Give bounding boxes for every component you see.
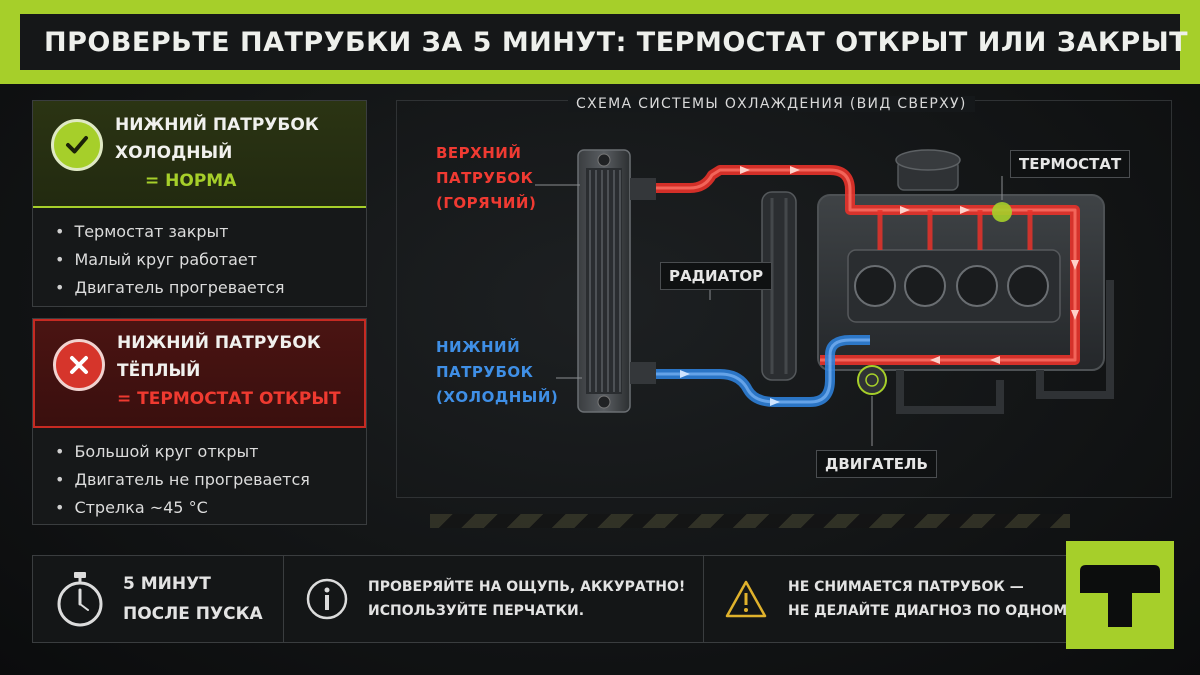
card-open-line2: ТЁПЛЫЙ: [117, 361, 201, 381]
card-normal: НИЖНИЙ ПАТРУБОК ХОЛОДНЫЙ = НОРМА Термост…: [32, 100, 367, 307]
check-icon: [51, 119, 103, 171]
engine-label: ДВИГАТЕЛЬ: [816, 450, 937, 478]
warning-line1: НЕ СНИМАЕТСЯ ПАТРУБОК —: [788, 579, 1024, 595]
thermostat-label: ТЕРМОСТАТ: [1010, 150, 1131, 178]
info-line2: ИСПОЛЬЗУЙТЕ ПЕРЧАТКИ.: [368, 603, 585, 619]
diagram-caption: СХЕМА СИСТЕМЫ ОХЛАЖДЕНИЯ (ВИД СВЕРХУ): [568, 96, 975, 112]
radiator: [577, 149, 656, 413]
card-open-line1: НИЖНИЙ ПАТРУБОК: [117, 333, 321, 353]
page-title: ПРОВЕРЬТЕ ПАТРУБКИ ЗА 5 МИНУТ: ТЕРМОСТАТ…: [44, 26, 1189, 58]
card-open-verdict: = ТЕРМОСТАТ ОТКРЫТ: [117, 389, 341, 409]
card-open-list: Большой круг открыт Двигатель не прогрев…: [33, 428, 366, 522]
lower-hose-label-3: (ХОЛОДНЫЙ): [436, 388, 559, 406]
cross-icon: [53, 339, 105, 391]
info-cell: ПРОВЕРЯЙТЕ НА ОЩУПЬ, АККУРАТНО! ИСПОЛЬЗУ…: [283, 556, 702, 642]
timer-line1: 5 МИНУТ: [123, 574, 211, 594]
card-open: НИЖНИЙ ПАТРУБОК ТЁПЛЫЙ = ТЕРМОСТАТ ОТКРЫ…: [32, 318, 367, 525]
lower-hose-label-2: ПАТРУБОК: [436, 363, 534, 381]
list-item: Двигатель не прогревается: [55, 466, 366, 494]
warning-cell: НЕ СНИМАЕТСЯ ПАТРУБОК — НЕ ДЕЛАЙТЕ ДИАГН…: [703, 556, 1079, 642]
card-normal-line2: ХОЛОДНЫЙ: [115, 143, 233, 163]
info-line1: ПРОВЕРЯЙТЕ НА ОЩУПЬ, АККУРАТНО!: [368, 579, 686, 595]
list-item: Малый круг работает: [55, 246, 366, 274]
card-open-header: НИЖНИЙ ПАТРУБОК ТЁПЛЫЙ = ТЕРМОСТАТ ОТКРЫ…: [33, 319, 366, 428]
brand-logo: [1066, 541, 1174, 649]
upper-hose-label-1: ВЕРХНИЙ: [436, 144, 522, 162]
t-logo-icon: [1080, 565, 1160, 627]
radiator-label: РАДИАТОР: [660, 262, 773, 290]
upper-hose-label-3: (ГОРЯЧИЙ): [436, 194, 537, 212]
warning-line2: НЕ ДЕЛАЙТЕ ДИАГНОЗ ПО ОДНОМУ: [788, 603, 1078, 619]
list-item: Двигатель прогревается: [55, 274, 366, 302]
lower-hose-label-1: НИЖНИЙ: [436, 338, 521, 356]
title-bar: ПРОВЕРЬТЕ ПАТРУБКИ ЗА 5 МИНУТ: ТЕРМОСТАТ…: [0, 0, 1200, 84]
list-item: Большой круг открыт: [55, 438, 366, 466]
card-normal-verdict: = НОРМА: [145, 171, 237, 191]
stopwatch-icon: [57, 572, 103, 627]
fan-pulley: [761, 191, 797, 381]
leader-lines: [535, 176, 1003, 446]
hazard-stripes: [430, 514, 1070, 528]
info-icon: [306, 578, 348, 620]
card-normal-list: Термостат закрыт Малый круг работает Дви…: [33, 208, 366, 302]
timer-line2: ПОСЛЕ ПУСКА: [123, 604, 263, 624]
warning-icon: [725, 580, 767, 618]
lower-hose-cold: [656, 335, 870, 407]
card-normal-line1: НИЖНИЙ ПАТРУБОК: [115, 115, 319, 135]
timer-cell: 5 МИНУТ ПОСЛЕ ПУСКА: [33, 556, 281, 642]
bottom-info-bar: 5 МИНУТ ПОСЛЕ ПУСКА ПРОВЕРЯЙТЕ НА ОЩУПЬ,…: [32, 555, 1079, 643]
card-normal-header: НИЖНИЙ ПАТРУБОК ХОЛОДНЫЙ = НОРМА: [33, 101, 366, 208]
engine-block: [817, 149, 1114, 414]
upper-hose-hot: [656, 165, 1080, 365]
list-item: Термостат закрыт: [55, 218, 366, 246]
upper-hose-label-2: ПАТРУБОК: [436, 169, 534, 187]
title-panel: ПРОВЕРЬТЕ ПАТРУБКИ ЗА 5 МИНУТ: ТЕРМОСТАТ…: [20, 14, 1188, 70]
list-item: Стрелка ~45 °C: [55, 494, 366, 522]
